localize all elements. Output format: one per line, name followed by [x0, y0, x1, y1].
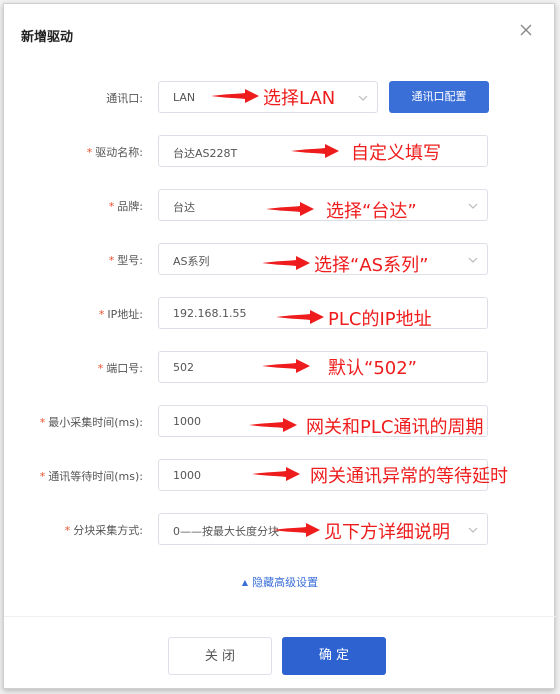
row-port: 通讯口: LAN: [4, 81, 556, 115]
port-select-value: LAN: [173, 91, 196, 104]
row-port-no: *端口号: 502: [4, 351, 556, 385]
footer-divider: [4, 616, 556, 617]
min-interval-value: 1000: [173, 415, 201, 428]
row-brand: *品牌: 台达: [4, 189, 556, 223]
port-config-button[interactable]: 通讯口配置: [389, 81, 489, 113]
ip-value: 192.168.1.55: [173, 307, 247, 320]
port-select[interactable]: LAN: [158, 81, 378, 113]
row-model: *型号: AS系列: [4, 243, 556, 277]
chevron-down-icon: [468, 527, 478, 533]
port-label: 通讯口:: [106, 92, 143, 105]
brand-select[interactable]: 台达: [158, 189, 488, 221]
block-mode-label: *分块采集方式:: [64, 524, 143, 537]
brand-label: *品牌:: [108, 200, 143, 213]
model-select[interactable]: AS系列: [158, 243, 488, 275]
chevron-down-icon: [468, 203, 478, 209]
block-mode-value: 0——按最大长度分块: [173, 525, 279, 538]
model-label: *型号:: [108, 254, 143, 267]
min-interval-label: *最小采集时间(ms):: [39, 416, 143, 429]
driver-name-input[interactable]: 台达AS228T: [158, 135, 488, 167]
port-no-value: 502: [173, 361, 194, 374]
model-select-value: AS系列: [173, 255, 210, 268]
wait-time-label: *通讯等待时间(ms):: [39, 470, 143, 483]
row-wait-time: *通讯等待时间(ms): 1000: [4, 459, 556, 493]
port-no-label: *端口号:: [97, 362, 143, 375]
wait-time-value: 1000: [173, 469, 201, 482]
chevron-down-icon: [468, 257, 478, 263]
hide-advanced-settings-link[interactable]: ▲隐藏高级设置: [241, 576, 319, 589]
min-interval-input[interactable]: 1000: [158, 405, 488, 437]
block-mode-select[interactable]: 0——按最大长度分块: [158, 513, 488, 545]
wait-time-input[interactable]: 1000: [158, 459, 488, 491]
row-driver-name: *驱动名称: 台达AS228T: [4, 135, 556, 169]
add-driver-dialog: 新增驱动 通讯口: LAN 通讯口配置 *驱动名称: 台达AS228T *品牌:…: [3, 3, 556, 689]
triangle-up-icon: ▲: [241, 578, 249, 587]
close-button[interactable]: 关 闭: [168, 637, 272, 675]
close-icon[interactable]: [518, 22, 534, 38]
row-ip: *IP地址: 192.168.1.55: [4, 297, 556, 331]
brand-select-value: 台达: [173, 201, 195, 214]
ip-label: *IP地址:: [98, 308, 143, 321]
confirm-button[interactable]: 确 定: [282, 637, 386, 675]
driver-name-value: 台达AS228T: [173, 147, 238, 160]
dialog-title: 新增驱动: [21, 30, 74, 45]
driver-name-label: *驱动名称:: [86, 146, 143, 159]
ip-input[interactable]: 192.168.1.55: [158, 297, 488, 329]
port-no-input[interactable]: 502: [158, 351, 488, 383]
row-block-mode: *分块采集方式: 0——按最大长度分块: [4, 513, 556, 547]
row-min-interval: *最小采集时间(ms): 1000: [4, 405, 556, 439]
chevron-down-icon: [358, 95, 368, 101]
